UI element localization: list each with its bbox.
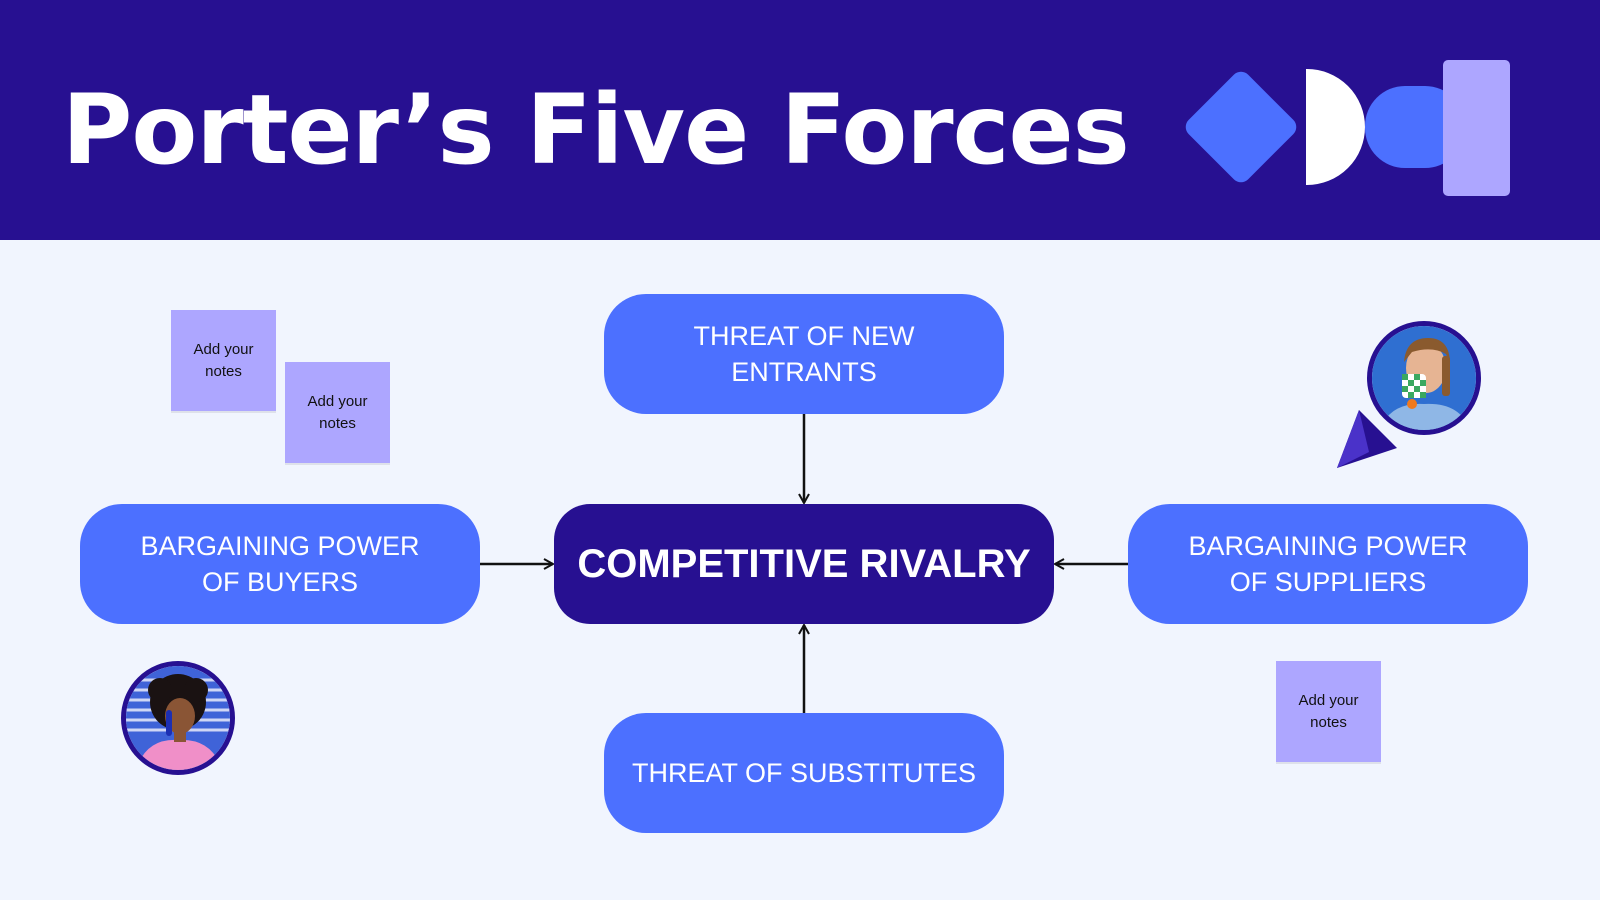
pointer-arrow-icon (1337, 410, 1397, 468)
node-competitive-rivalry: COMPETITIVE RIVALRY (554, 504, 1054, 624)
sticky-note-text: Add your notes (307, 392, 368, 432)
sticky-note[interactable]: Add your notes (1276, 661, 1381, 762)
tall-rectangle-shape (1443, 60, 1510, 196)
node-right-line2: OF SUPPLIERS (1229, 567, 1427, 597)
diamond-shape (1185, 71, 1297, 183)
woman-on-phone-avatar (121, 661, 235, 775)
sticky-note[interactable]: Add your notes (285, 362, 390, 463)
sticky-note[interactable]: Add your notes (171, 310, 276, 411)
node-threat-substitutes: THREAT OF SUBSTITUTES (604, 713, 1004, 833)
header-banner: Porter’s Five Forces (0, 0, 1600, 240)
node-bottom-label: THREAT OF SUBSTITUTES (631, 758, 977, 788)
half-circle-shape (1306, 68, 1365, 186)
node-left-line1: BARGAINING POWER (140, 531, 420, 561)
node-bargaining-power-suppliers: BARGAINING POWER OF SUPPLIERS (1128, 504, 1528, 624)
node-bargaining-power-buyers: BARGAINING POWER OF BUYERS (80, 504, 480, 624)
page-title: Porter’s Five Forces (62, 74, 1130, 186)
node-center-label: COMPETITIVE RIVALRY (577, 542, 1031, 586)
man-with-mug-avatar (1367, 321, 1481, 435)
sticky-note-text: Add your notes (1298, 691, 1359, 731)
node-top-label: THREAT OF NEW ENTRANTS (693, 321, 915, 387)
node-threat-new-entrants: THREAT OF NEW ENTRANTS (604, 294, 1004, 414)
logo-shapes (1185, 60, 1510, 196)
sticky-note-text: Add your notes (193, 340, 254, 380)
node-right-line1: BARGAINING POWER (1188, 531, 1468, 561)
rounded-block-shape (1365, 86, 1465, 168)
node-left-line2: OF BUYERS (201, 567, 359, 597)
